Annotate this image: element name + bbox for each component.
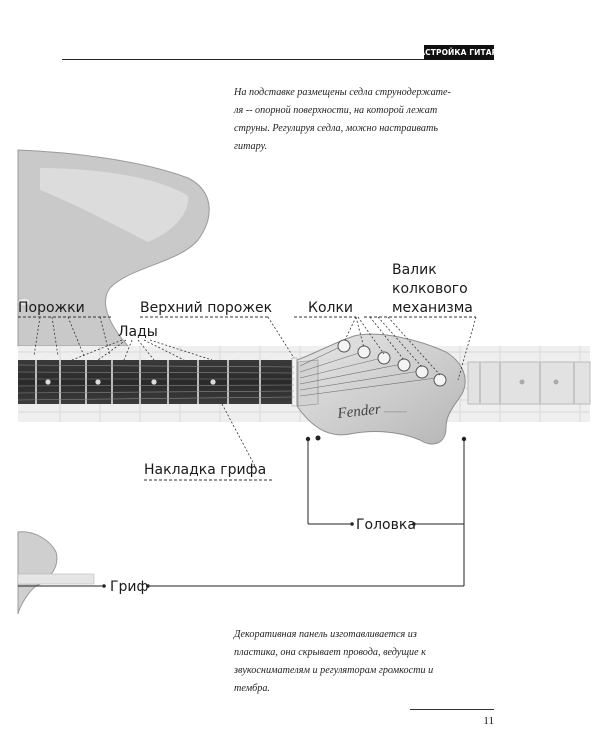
fret-number: 7 (94, 351, 99, 360)
caption-bottom-line: тембра. (234, 683, 270, 694)
caption-top-line: гитару. (234, 141, 268, 152)
fretboard-label: Накладка грифа (144, 462, 266, 478)
fret-number: 1 (268, 351, 273, 360)
truss-rod-screw (315, 435, 321, 441)
pickguard-screw (17, 297, 31, 307)
headstock (296, 333, 466, 445)
page-number: 11 (483, 715, 494, 727)
tuning-peg (433, 373, 447, 387)
model-logo-scribble: ~~~~~~~ (384, 410, 407, 416)
fret-number: 6 (120, 351, 125, 360)
footer-rule (410, 709, 494, 710)
headstock-callout-dot (461, 436, 467, 442)
caption-bottom-line: пластика, она скрывает провода, ведущие … (234, 647, 426, 658)
fret-number: 8 (68, 351, 73, 360)
caption-top: На подставке размещены седла струнодержа… (234, 84, 451, 156)
headstock-callout-dot (305, 436, 311, 442)
nut-callout: Верхний порожек (140, 300, 295, 359)
tuner-shaft-label-line3: механизма (392, 300, 473, 316)
headstock-callout-dot (350, 522, 354, 526)
headstock-strings (299, 345, 437, 397)
neck-ghost-right (467, 361, 591, 405)
fret-number: 3 (206, 351, 211, 360)
caption-bottom: Декоративная панель изготавливается из п… (234, 626, 433, 698)
caption-top-line: На подставке размещены седла струнодержа… (234, 87, 451, 98)
pickguard-strip (17, 573, 95, 585)
frets-wire-callout: Порожки (18, 300, 112, 357)
caption-bottom-line: Декоративная панель изготавливается из (234, 629, 417, 640)
guitar-body-lower (17, 531, 58, 615)
fret-wires (35, 360, 261, 404)
caption-top-line: струны. Регулируя седла, можно настраива… (234, 123, 438, 134)
headstock-callout (307, 440, 465, 525)
fretboard-callout: Накладка грифа (144, 403, 274, 481)
fret-number: 5 (148, 351, 153, 360)
neck-callout-dot (102, 584, 106, 588)
tuning-peg (397, 358, 411, 372)
neck-callout (18, 524, 465, 587)
section-title: НАСТРОЙКА ГИТАРЫ (413, 45, 505, 60)
body-highlight (40, 168, 189, 242)
tuning-peg (415, 365, 429, 379)
tuner-shaft-callout: Валик колкового механизма (364, 262, 477, 381)
fret-numbers: 9 8 7 6 5 4 3 2 1 (44, 351, 273, 360)
frets-label: Лады (118, 324, 158, 340)
fret-number: 2 (236, 351, 241, 360)
nut-label: Верхний порожек (140, 300, 272, 316)
caption-bottom-line: звукоснимателям и регуляторам громкости … (234, 665, 434, 676)
tuning-pegs (337, 339, 447, 387)
neck-callout-dot (146, 584, 150, 588)
header-rule (62, 59, 424, 60)
tuner-shaft-label-line1: Валик (392, 262, 437, 278)
headstock-callout-dot (412, 522, 416, 526)
nut (291, 357, 298, 407)
tuning-peg (377, 351, 391, 365)
frets-callout: Лады (71, 324, 213, 361)
tuning-peg (337, 339, 351, 353)
caption-top-line: ля -- опорной поверхности, на которой ле… (234, 105, 438, 116)
fret-number: 9 (44, 351, 49, 360)
headstock-label: Головка (356, 517, 416, 533)
tuners-label: Колки (308, 300, 353, 316)
fender-logo: Fender (336, 402, 382, 423)
tuners-callout: Колки (294, 300, 385, 355)
frets-wire-label: Порожки (18, 300, 85, 316)
tuning-peg (357, 345, 371, 359)
position-dots (45, 379, 216, 385)
strings (17, 364, 295, 401)
fret-number: 4 (177, 351, 182, 360)
tuner-shaft-label-line2: колкового (392, 281, 468, 297)
neck-label: Гриф (110, 579, 149, 595)
